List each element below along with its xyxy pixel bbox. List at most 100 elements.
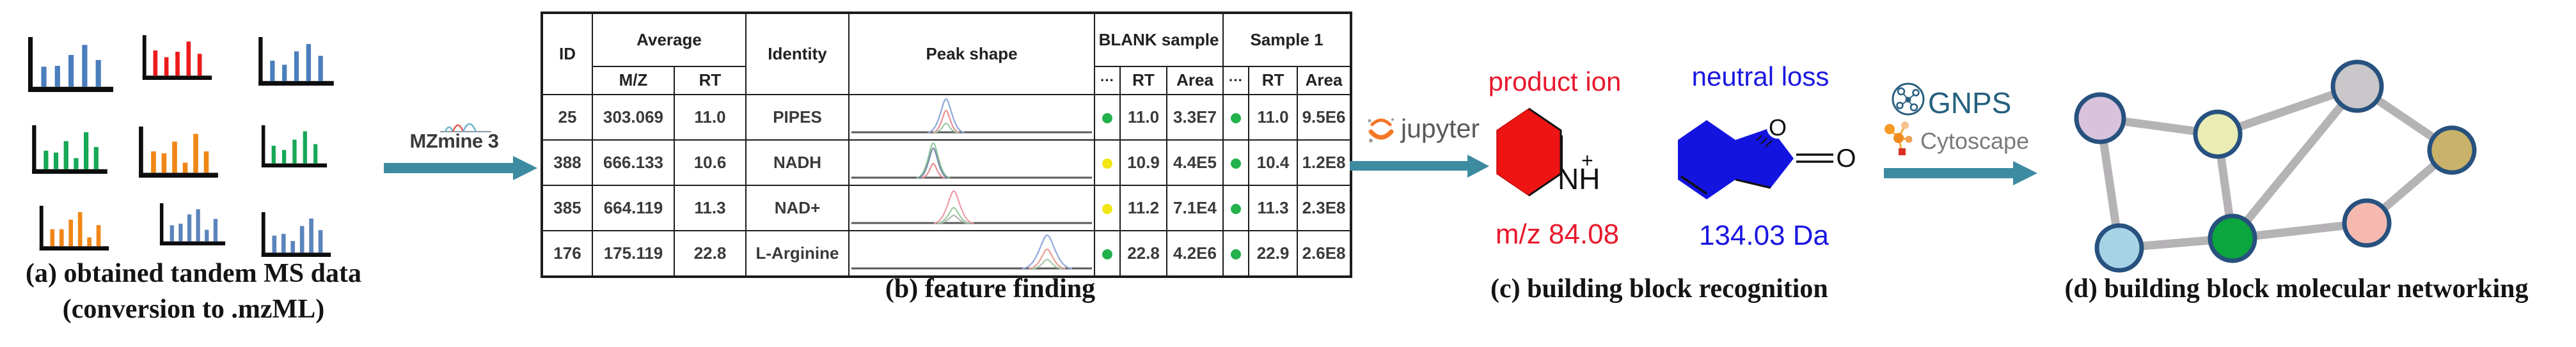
mzmine-label: MZmine 3	[409, 130, 499, 152]
node-green	[2208, 213, 2257, 263]
table-header-row: ID Average Identity Peak shape BLANK sam…	[541, 12, 1352, 95]
cell-mz: 175.119	[592, 230, 675, 277]
cell-sample1-rt: 22.9	[1248, 230, 1299, 277]
carbonyl-oxygen-label: O	[1836, 144, 1856, 173]
table-row: 25 303.069 11.0 PIPES 11.0 3.3E7 11.0 9.…	[541, 94, 1352, 141]
status-dot	[1102, 249, 1112, 260]
mini-spectrum	[32, 125, 107, 174]
peak-shape-plot	[848, 94, 1095, 141]
col-header-id: ID	[541, 12, 593, 95]
jupyter-icon	[1368, 118, 1394, 143]
cell-blank-area: 4.4E5	[1166, 139, 1224, 186]
status-dot	[1231, 158, 1242, 169]
mini-spectrum	[261, 125, 328, 167]
cell-id: 385	[541, 185, 593, 231]
cell-blank-area: 4.2E6	[1166, 230, 1224, 277]
peak-shape-plot	[848, 230, 1095, 277]
cell-identity: NAD+	[745, 185, 849, 231]
col-header-average: Average	[592, 12, 747, 67]
cell-sample1-rt: 10.4	[1248, 139, 1299, 186]
node-lavender	[2074, 92, 2126, 144]
jupyter-arrow	[1350, 155, 1489, 178]
col-header-mz: M/Z	[592, 66, 675, 95]
peak-shape-plot	[848, 185, 1095, 231]
cell-identity: NADH	[745, 139, 849, 186]
status-dot-cell	[1094, 230, 1121, 277]
col-header-peak-shape: Peak shape	[848, 12, 1095, 95]
cell-id: 388	[541, 139, 593, 186]
gnps-icon	[1892, 82, 1925, 116]
node-tan	[2427, 125, 2477, 175]
cell-sample1-rt: 11.3	[1248, 185, 1299, 231]
node-salmon	[2342, 198, 2392, 248]
col-header-rt: RT	[1248, 66, 1299, 95]
cell-sample1-area: 2.3E8	[1297, 185, 1352, 231]
col-header-area: Area	[1166, 66, 1224, 95]
cell-rt: 10.6	[674, 139, 747, 186]
cell-rt: 11.0	[674, 94, 747, 141]
cell-sample1-area: 2.6E8	[1297, 230, 1352, 277]
cell-mz: 666.133	[592, 139, 675, 186]
cell-id: 176	[541, 230, 593, 277]
caption-d: (d) building block molecular networking	[2064, 274, 2529, 304]
caption-c: (c) building block recognition	[1490, 274, 1828, 304]
jupyter-label: jupyter	[1401, 114, 1480, 143]
status-dot	[1102, 204, 1112, 215]
mini-spectrum	[139, 127, 218, 178]
gnps-label: GNPS	[1928, 86, 2012, 120]
peak-shape-plot	[848, 139, 1095, 186]
caption-b: (b) feature finding	[885, 274, 1096, 304]
col-header-sample1: Sample 1	[1222, 12, 1352, 67]
col-header-rt: RT	[1119, 66, 1167, 95]
ring-oxygen-label: O	[1769, 114, 1787, 141]
cell-id: 25	[541, 94, 593, 141]
cell-sample1-rt: 11.0	[1248, 94, 1299, 141]
status-dot	[1231, 113, 1242, 124]
col-header-identity: Identity	[745, 12, 849, 95]
status-dot	[1231, 204, 1242, 215]
mini-spectrum	[39, 206, 109, 251]
mini-spectrum	[258, 37, 334, 86]
table-row: 385 664.119 11.3 NAD+ 11.2 7.1E4 11.3 2.…	[541, 185, 1352, 231]
mini-spectrum	[159, 203, 226, 245]
gnps-arrow	[1884, 161, 2037, 185]
mzmine-logo-peaks	[440, 123, 491, 132]
status-dot-cell	[1222, 94, 1250, 141]
status-dot	[1231, 249, 1242, 260]
caption-a-line1: (a) obtained tandem MS data	[25, 259, 362, 288]
cell-mz: 664.119	[592, 185, 675, 231]
neutral-loss-label: neutral loss	[1691, 61, 1829, 91]
table-row: 176 175.119 22.8 L-Arginine 22.8 4.2E6 2…	[541, 230, 1352, 277]
network-graph	[2074, 59, 2477, 273]
status-dot-cell	[1222, 230, 1250, 277]
cell-blank-rt: 11.0	[1119, 94, 1167, 141]
table-row: 388 666.133 10.6 NADH 10.9 4.4E5 10.4 1.…	[541, 139, 1352, 186]
col-header-dots: ···	[1094, 66, 1121, 95]
node-lightblue	[2094, 223, 2144, 273]
status-dot-cell	[1094, 185, 1121, 231]
mini-spectrum	[261, 212, 331, 257]
cell-sample1-area: 1.2E8	[1297, 139, 1352, 186]
product-ion-label: product ion	[1488, 66, 1622, 96]
mini-spectrum	[28, 37, 114, 92]
node-paleyellow	[2193, 109, 2243, 159]
cell-blank-area: 3.3E7	[1166, 94, 1224, 141]
status-dot	[1102, 113, 1112, 124]
col-header-dots: ···	[1222, 66, 1250, 95]
cell-rt: 11.3	[674, 185, 747, 231]
caption-a-line2: (conversion to .mzML)	[62, 295, 325, 324]
cytoscape-label: Cytoscape	[1920, 128, 2030, 154]
mini-spectrum	[142, 35, 212, 80]
cell-blank-rt: 11.2	[1119, 185, 1167, 231]
status-dot-cell	[1094, 94, 1121, 141]
table-subheader-row: M/Z RT ··· RT Area ··· RT Area	[542, 66, 1352, 95]
cell-blank-rt: 22.8	[1119, 230, 1167, 277]
status-dot	[1102, 158, 1112, 169]
cytoscape-icon	[1885, 121, 1913, 155]
feature-table: ID Average Identity Peak shape BLANK sam…	[541, 12, 1353, 278]
cell-blank-rt: 10.9	[1119, 139, 1167, 186]
col-header-rt: RT	[674, 66, 747, 95]
status-dot-cell	[1222, 185, 1250, 231]
status-dot-cell	[1222, 139, 1250, 186]
